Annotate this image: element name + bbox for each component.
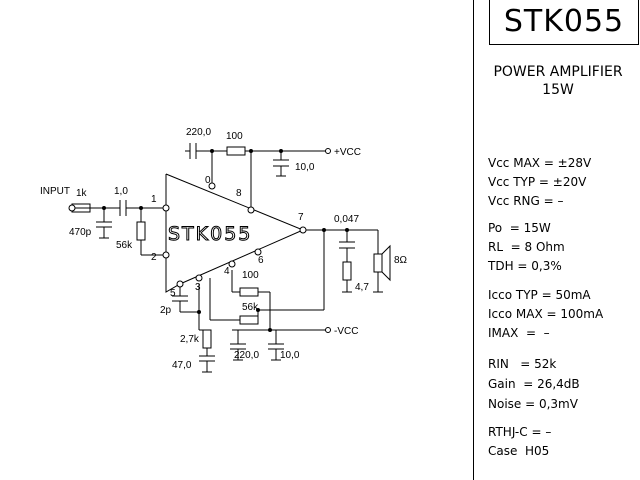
- pin-8: 8: [236, 188, 242, 199]
- label-c-220-bot: 220,0: [234, 350, 259, 361]
- resistor-100-top: [226, 146, 246, 156]
- chip-label: STK055: [168, 223, 252, 245]
- schematic: STK055 INPUT +VCC -VCC 1k 1,0 470p 56k 2…: [40, 127, 408, 373]
- pin-4: 4: [224, 266, 230, 277]
- label-c-0047: 0,047: [334, 214, 359, 225]
- spec-tdh: TDH = 0,3%: [488, 259, 562, 273]
- label-c-470: 47,0: [172, 360, 192, 371]
- label-r-56k-in: 56k: [116, 240, 133, 251]
- spec-noise: Noise = 0,3mV: [488, 397, 578, 411]
- spec-icco-max: Icco MAX = 100mA: [488, 307, 604, 321]
- spec-icco-typ: Icco TYP = 50mA: [488, 288, 591, 302]
- spec-rl: RL = 8 Ohm: [488, 240, 565, 254]
- spec-vcc-typ: Vcc TYP = ±20V: [488, 175, 587, 189]
- speaker: [373, 253, 383, 273]
- vcc-neg-label: -VCC: [334, 326, 358, 337]
- pin-0-marker: [208, 182, 216, 190]
- pin-5-marker: [176, 280, 184, 288]
- subtitle-line-1: POWER AMPLIFIER: [493, 64, 623, 80]
- divider-line: [473, 0, 474, 480]
- pin-2-marker: [162, 251, 170, 259]
- label-r-47: 4,7: [355, 282, 369, 293]
- input-terminal: [68, 204, 76, 212]
- pin-2: 2: [151, 252, 157, 263]
- label-r-100-top: 100: [226, 131, 243, 142]
- pin-6: 6: [258, 255, 264, 266]
- pin-1-marker: [162, 204, 170, 212]
- spec-gain: Gain = 26,4dB: [488, 377, 580, 391]
- spec-case: Case H05: [488, 444, 550, 458]
- subtitle-line-2: 15W: [542, 82, 574, 98]
- vcc-neg-terminal: [325, 327, 331, 333]
- label-speaker: 8Ω: [394, 255, 408, 266]
- pin-0: 0: [205, 175, 211, 186]
- vcc-pos-label: +VCC: [334, 147, 361, 158]
- resistor-2-7k: [202, 329, 212, 349]
- label-r-56k-fb: 56k: [242, 302, 259, 313]
- label-c-2p: 2p: [160, 305, 172, 316]
- pin-3-marker: [195, 274, 203, 282]
- part-number-title: STK055: [489, 0, 639, 45]
- pin-8-marker: [247, 206, 255, 214]
- label-r-in: 1k: [76, 188, 88, 199]
- resistor-100-fb: [239, 287, 259, 297]
- label-c-in: 1,0: [114, 186, 128, 197]
- spec-imax: IMAX = –: [488, 326, 550, 340]
- label-c-470p: 470p: [69, 227, 92, 238]
- resistor-56k-fb: [239, 315, 259, 325]
- pin-6-marker: [254, 248, 262, 256]
- label-r-27k: 2,7k: [180, 334, 200, 345]
- label-c-boot: 220,0: [186, 127, 211, 138]
- spec-vcc-rng: Vcc RNG = –: [488, 194, 564, 208]
- pin-3: 3: [195, 282, 201, 293]
- pin-5: 5: [170, 288, 176, 299]
- spec-rin: RIN = 52k: [488, 357, 557, 371]
- pin-4-marker: [228, 260, 236, 268]
- resistor-4-7: [342, 261, 352, 281]
- resistor-56k-input: [136, 221, 146, 241]
- label-r-100-fb: 100: [242, 270, 259, 281]
- spec-vcc-max: Vcc MAX = ±28V: [488, 156, 592, 170]
- label-c-10-bot: 10,0: [280, 350, 300, 361]
- input-label: INPUT: [40, 186, 70, 197]
- vcc-pos-terminal: [325, 148, 331, 154]
- spec-rthj: RTHJ-C = –: [488, 425, 552, 439]
- spec-po: Po = 15W: [488, 221, 551, 235]
- pin-7-marker: [299, 226, 307, 234]
- pin-7: 7: [298, 212, 304, 223]
- pin-1: 1: [151, 194, 157, 205]
- label-c-10-top: 10,0: [295, 162, 315, 173]
